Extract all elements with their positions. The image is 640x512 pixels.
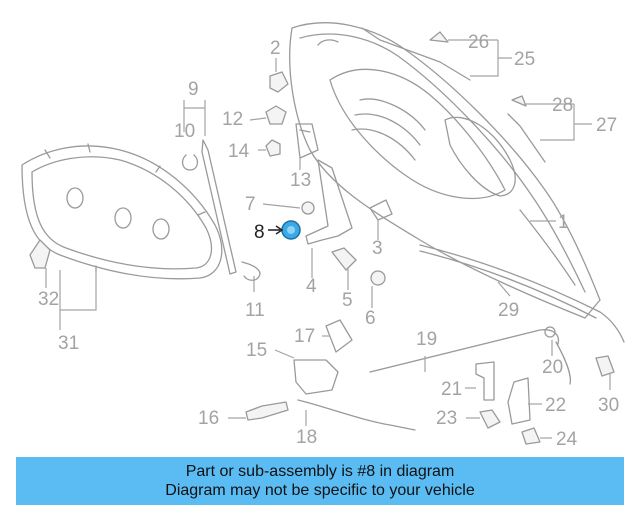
callout-28: 28 [552, 95, 573, 116]
hood-panel [289, 22, 601, 319]
callout-29: 29 [498, 300, 519, 321]
hinge-13 [295, 123, 319, 159]
part-caption-banner: Part or sub-assembly is #8 in diagram Di… [16, 457, 624, 505]
cable-end-20 [544, 326, 556, 338]
insulator-clip [29, 239, 51, 269]
nut-14 [265, 139, 281, 157]
bolt-5 [331, 247, 357, 271]
callout-32: 32 [38, 289, 59, 310]
bolt-2 [269, 71, 289, 93]
callout-labels: 1 2 3 4 5 6 7 8 9 10 11 12 13 14 15 16 1… [38, 32, 619, 450]
latch-15 [293, 359, 339, 395]
callout-21: 21 [441, 379, 462, 400]
callout-8-arrow [268, 225, 284, 235]
callout-25: 25 [514, 49, 535, 70]
clip-26 [429, 31, 449, 43]
callout-16: 16 [198, 408, 219, 429]
callout-8: 8 [254, 222, 265, 243]
callout-9: 9 [188, 79, 199, 100]
callout-24: 24 [556, 429, 578, 450]
callout-20: 20 [542, 357, 563, 378]
nut-6 [370, 270, 386, 286]
callout-15: 15 [246, 340, 267, 361]
weatherstrip-25 [361, 27, 471, 81]
callout-2: 2 [270, 38, 281, 59]
clip-24 [521, 427, 541, 445]
release-handle-21 [475, 361, 495, 401]
callout-7: 7 [245, 194, 256, 215]
part-8-highlight [281, 220, 301, 240]
callout-13: 13 [290, 170, 311, 191]
hood-seal [419, 244, 625, 343]
callout-19: 19 [416, 329, 437, 350]
callout-18: 18 [296, 427, 317, 448]
callout-30: 30 [598, 395, 619, 416]
weatherstrip-27 [507, 113, 546, 163]
hood-strut [181, 139, 237, 275]
bolt-12 [265, 105, 287, 125]
latch-17 [325, 319, 353, 353]
clip-28 [511, 95, 527, 107]
callout-14: 14 [228, 141, 250, 162]
callout-1: 1 [558, 212, 569, 233]
clip-23 [479, 409, 501, 429]
caption-line-1: Part or sub-assembly is #8 in diagram [185, 463, 455, 480]
callout-10: 10 [174, 121, 195, 142]
callout-4: 4 [306, 276, 317, 297]
callout-6: 6 [365, 308, 376, 329]
hinge-4 [305, 159, 353, 245]
bolt-16 [245, 401, 289, 421]
callout-3: 3 [372, 238, 383, 259]
leader-lines [45, 39, 611, 439]
bracket-22 [507, 377, 531, 425]
callout-17: 17 [294, 326, 315, 347]
callout-5: 5 [342, 290, 353, 311]
callout-23: 23 [436, 408, 457, 429]
bumper-30 [595, 355, 615, 377]
callout-22: 22 [545, 395, 566, 416]
release-cable-19 [369, 329, 560, 373]
callout-26: 26 [468, 32, 489, 53]
release-cable-18 [297, 399, 416, 431]
callout-11: 11 [245, 300, 265, 321]
nut-7 [301, 201, 315, 215]
parts-diagram: 1 2 3 4 5 6 7 8 9 10 11 12 13 14 15 16 1… [21, 22, 625, 450]
hood-seal-inner [419, 250, 597, 319]
strut-bracket [241, 261, 261, 281]
caption-line-2: Diagram may not be specific to your vehi… [165, 482, 475, 499]
bumper-3 [369, 199, 393, 221]
hood-insulator [21, 143, 223, 280]
callout-31: 31 [58, 333, 79, 354]
callout-27: 27 [596, 115, 617, 136]
callout-12: 12 [222, 109, 243, 130]
